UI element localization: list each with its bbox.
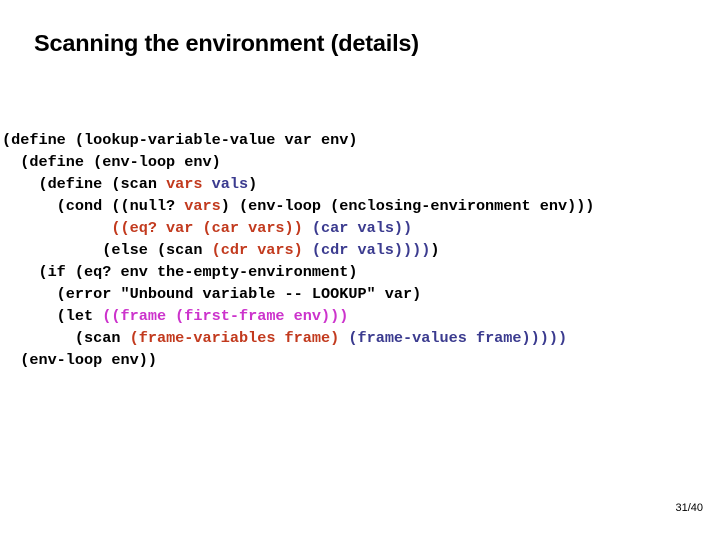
code-token: (define (env-loop env)	[2, 153, 221, 171]
page-title: Scanning the environment (details)	[34, 30, 419, 56]
code-line: (cond ((null? vars) (env-loop (enclosing…	[2, 195, 595, 217]
code-line: (else (scan (cdr vars) (cdr vals)))))	[2, 239, 594, 261]
code-token: (frame-values frame)))))	[348, 329, 568, 347]
code-token: vals	[211, 175, 249, 193]
code-token: )	[248, 175, 258, 193]
code-token: (scan	[2, 329, 130, 347]
code-line: (if (eq? env the-empty-environment)	[2, 261, 594, 283]
code-line: (define (scan vars vals)	[2, 173, 594, 195]
code-block: (define (lookup-variable-value var env) …	[2, 129, 594, 371]
code-token: vars	[184, 197, 221, 215]
code-token: ((frame (first-frame env)))	[102, 307, 349, 325]
code-token	[339, 329, 348, 347]
code-token: vars	[166, 175, 203, 193]
code-token: (cdr vars)	[211, 241, 303, 259]
code-token: (if (eq? env the-empty-environment)	[2, 263, 358, 281]
page-number: 31/40	[675, 502, 703, 514]
code-token: (define (scan	[2, 175, 167, 193]
code-token: (error "Unbound variable -- LOOKUP" var)	[2, 285, 422, 303]
code-token: ) (env-loop (enclosing-environment env))…	[220, 197, 595, 215]
code-token	[303, 219, 312, 237]
code-token	[2, 219, 111, 237]
code-line: (error "Unbound variable -- LOOKUP" var)	[2, 283, 594, 305]
code-token: (env-loop env))	[2, 351, 157, 369]
code-token	[203, 175, 212, 193]
code-token: (car vals))	[311, 219, 413, 237]
code-line: (define (env-loop env)	[2, 151, 594, 173]
code-line: (let ((frame (first-frame env)))	[2, 305, 594, 327]
code-token: )	[430, 241, 440, 259]
code-token: (cond ((null?	[2, 197, 185, 215]
code-token: (let	[2, 307, 103, 325]
code-line: (define (lookup-variable-value var env)	[2, 129, 594, 151]
code-token: (else (scan	[2, 241, 212, 259]
code-token: (cdr vals))))	[311, 241, 431, 259]
code-line: (env-loop env))	[2, 349, 594, 371]
code-token: (frame-variables frame)	[129, 329, 340, 347]
code-token: (define (lookup-variable-value var env)	[2, 131, 358, 149]
code-token: ((eq? var (car vars))	[111, 219, 303, 237]
code-line: (scan (frame-variables frame) (frame-val…	[2, 327, 594, 349]
code-token	[303, 241, 312, 259]
code-line: ((eq? var (car vars)) (car vals))	[2, 217, 594, 239]
